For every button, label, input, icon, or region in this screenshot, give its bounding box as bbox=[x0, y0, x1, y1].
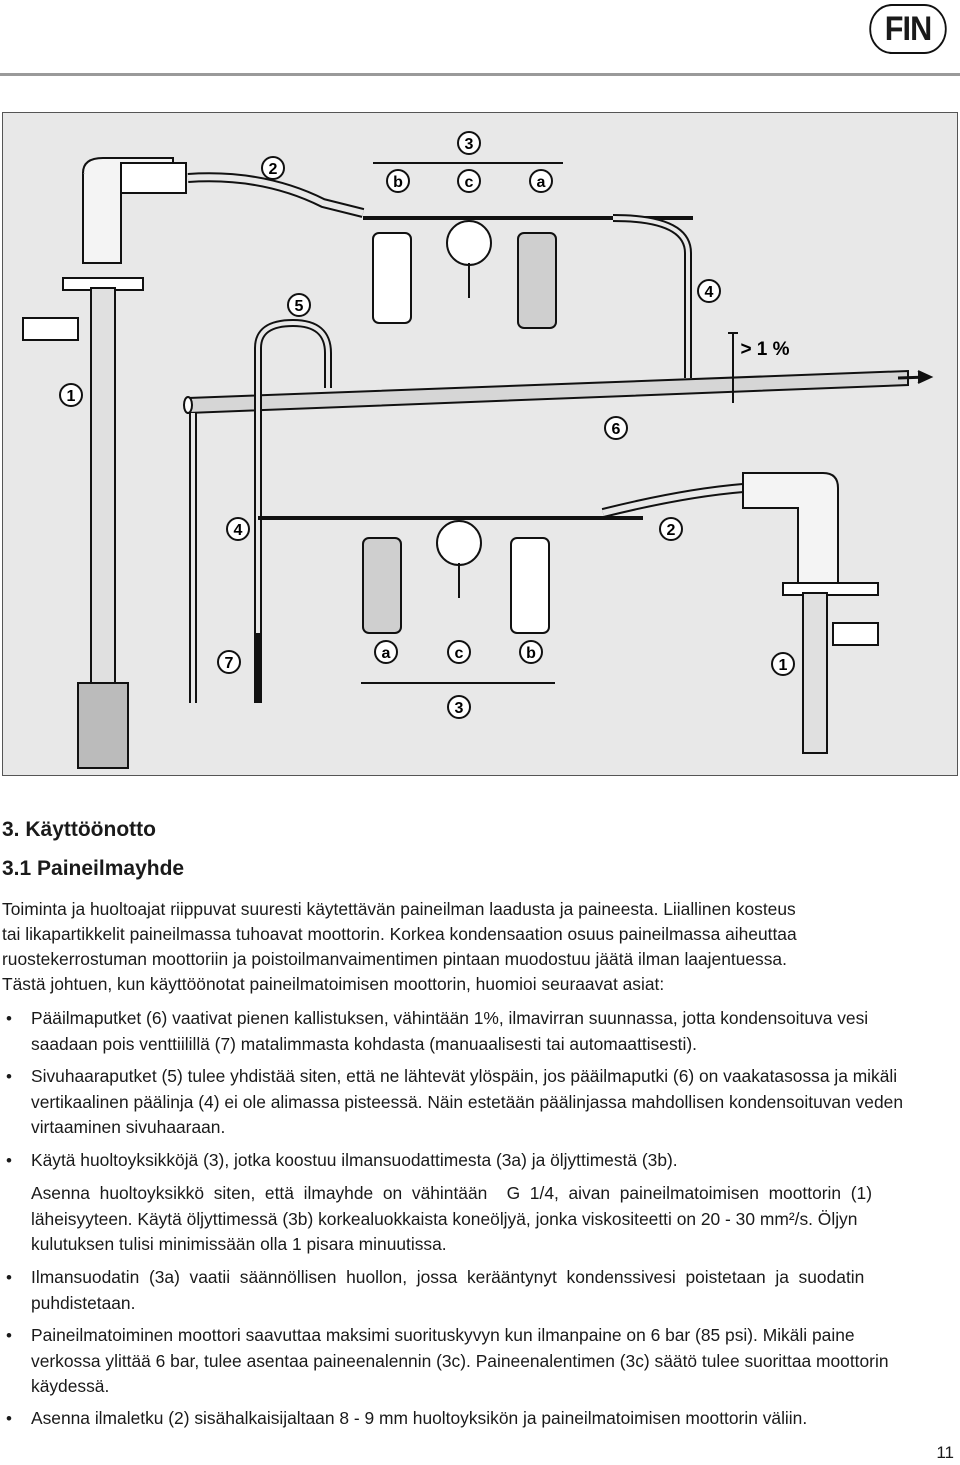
installation-diagram: 2 3 b c a 4 5 1 6 > 1 % 4 2 7 1 a c b 3 bbox=[22, 131, 934, 769]
intro-line: Tästä johtuen, kun käyttöönotat paineilm… bbox=[2, 974, 665, 994]
callout-bottom-7: 7 bbox=[225, 655, 234, 672]
callout-bottom-4: 4 bbox=[234, 522, 243, 539]
section-subheading: 3.1 Paineilmayhde bbox=[2, 857, 185, 880]
bullet: • bbox=[6, 1067, 12, 1086]
callout-top-4: 4 bbox=[705, 284, 714, 301]
list-line: Ilmansuodatin (3a) vaatii säännöllisen h… bbox=[31, 1267, 865, 1287]
callout-bottom-c: c bbox=[455, 645, 464, 662]
bullet: • bbox=[6, 1009, 12, 1028]
intro-line: Toiminta ja huoltoajat riippuvat suurest… bbox=[2, 899, 796, 919]
callout-bottom-2: 2 bbox=[667, 522, 676, 539]
list-line: kulutuksen tulisi minimissään olla 1 pis… bbox=[31, 1234, 447, 1254]
callout-top-2: 2 bbox=[269, 161, 278, 178]
callout-top-b: b bbox=[393, 174, 403, 191]
bullet: • bbox=[6, 1326, 12, 1345]
list-line: Asenna ilmaletku (2) sisähalkaisijaltaan… bbox=[31, 1408, 808, 1428]
header-rule bbox=[0, 73, 960, 76]
intro-line: tai likapartikkelit paineilmassa tuhoava… bbox=[2, 924, 797, 944]
list-line: Käytä huoltoyksikköjä (3), jotka koostuu… bbox=[31, 1150, 678, 1170]
language-badge: FIN bbox=[869, 4, 947, 54]
callout-bottom-3: 3 bbox=[455, 700, 464, 717]
page-number: 11 bbox=[936, 1443, 954, 1462]
callout-bottom-a: a bbox=[382, 645, 391, 662]
list-line: saadaan pois venttiilillä (7) matalimmas… bbox=[31, 1033, 697, 1054]
callout-top-a: a bbox=[537, 174, 546, 191]
list-line: verkossa ylittää 6 bar, tulee asentaa pa… bbox=[31, 1350, 889, 1371]
list-line: vertikaalinen päälinja (4) ei ole alimas… bbox=[31, 1091, 903, 1112]
callout-top-c: c bbox=[465, 174, 474, 191]
callout-top-1: 1 bbox=[67, 388, 76, 405]
list-line: Paineilmatoiminen moottori saavuttaa mak… bbox=[31, 1325, 855, 1345]
list-line: puhdistetaan. bbox=[31, 1292, 136, 1313]
callout-top-6: 6 bbox=[612, 421, 621, 438]
callout-bottom-1: 1 bbox=[779, 657, 788, 674]
callout-top-5: 5 bbox=[295, 298, 304, 315]
slope-label: > 1 % bbox=[740, 339, 789, 360]
intro-paragraph: Toiminta ja huoltoajat riippuvat suurest… bbox=[2, 897, 942, 997]
section-heading: 3. Käyttöönotto bbox=[2, 818, 156, 841]
list-line: käydessä. bbox=[31, 1376, 110, 1396]
bullet: • bbox=[6, 1268, 12, 1287]
intro-line: ruostekerrostuman moottoriin ja poistoil… bbox=[2, 949, 787, 969]
callout-top-3: 3 bbox=[465, 136, 474, 153]
list-line: Sivuhaaraputket (5) tulee yhdistää siten… bbox=[31, 1066, 898, 1086]
list-line: virtaaminen sivuhaaraan. bbox=[31, 1117, 226, 1137]
list-line: Pääilmaputket (6) vaativat pienen kallis… bbox=[31, 1008, 869, 1028]
list-line: läheisyyteen. Käytä öljyttimessä (3b) ko… bbox=[31, 1208, 858, 1229]
callout-bottom-b: b bbox=[526, 645, 536, 662]
bullet: • bbox=[6, 1151, 12, 1170]
list-line: Asenna huoltoyksikkö siten, että ilmayhd… bbox=[31, 1183, 872, 1203]
installation-figure: 2 3 b c a 4 5 1 6 > 1 % 4 2 7 1 a c b 3 bbox=[2, 112, 958, 776]
bullet: • bbox=[6, 1409, 12, 1428]
